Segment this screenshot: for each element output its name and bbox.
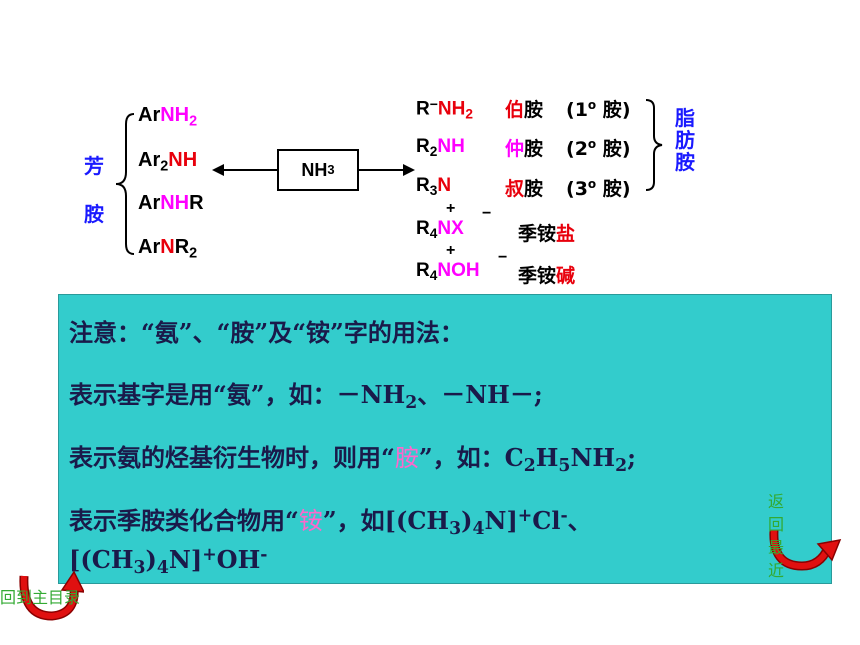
aliphatic-tertiary-formula: R3N <box>416 175 452 199</box>
aromatic-brace <box>115 113 135 255</box>
note-panel: 注意：“氨”、“胺”及“铵”字的用法： 表示基字是用“氨”，如：－NH2、－NH… <box>58 294 832 584</box>
back-to-recent-label: 返 回 最 近 <box>768 492 785 580</box>
quaternary-salt-formula: R4NX <box>416 218 464 242</box>
aliphatic-secondary-degree: (2o 胺) <box>566 136 631 160</box>
aromatic-item-arnh2: ArNH2 <box>138 104 198 130</box>
note-line-4: 表示季胺类化合物用“铵”，如[(CH3)4N]+Cl-、 <box>69 506 592 540</box>
arrow-left <box>212 164 278 176</box>
aromatic-label-bottom: 胺 <box>84 202 104 226</box>
aliphatic-brace <box>645 99 663 191</box>
back-to-recent-button[interactable]: 返 回 最 近 <box>764 490 844 590</box>
note-line-2: 表示基字是用“氨”，如：－NH2、－NH－; <box>69 380 543 414</box>
quaternary-base-name: 季铵碱 <box>518 265 576 287</box>
quaternary-base-formula: R4NOH <box>416 260 480 284</box>
quaternary-salt-name: 季铵盐 <box>518 223 576 245</box>
aromatic-item-ar2nh: Ar2NH <box>138 149 198 175</box>
back-to-main-label: 回到主目录 <box>0 588 81 607</box>
aliphatic-primary-name: 伯胺 <box>505 99 544 121</box>
aliphatic-tertiary-name: 叔胺 <box>505 178 544 200</box>
note-line-3: 表示氨的烃基衍生物时，则用“胺”，如：C2H5NH2; <box>69 443 636 477</box>
back-to-main-button[interactable]: 回到主目录 <box>0 568 110 628</box>
curved-arrow-right-icon <box>769 529 842 571</box>
aliphatic-secondary-formula: R2NH <box>416 136 465 160</box>
note-line-1: 注意：“氨”、“胺”及“铵”字的用法： <box>69 318 464 347</box>
aliphatic-secondary-name: 仲胺 <box>505 138 544 160</box>
curved-arrow-up-icon <box>19 570 84 621</box>
quaternary-salt-minus: − <box>482 205 492 222</box>
aromatic-label-top: 芳 <box>84 154 104 178</box>
arrow-right <box>357 164 415 176</box>
aliphatic-tertiary-degree: (3o 胺) <box>566 176 631 200</box>
aromatic-item-arnhr: ArNHR <box>138 192 204 214</box>
aliphatic-primary-formula: R−NH2 <box>416 96 473 122</box>
quaternary-salt-plus: + <box>446 200 456 217</box>
note-line-5: [(CH3)4N]+OH- <box>69 545 268 579</box>
aliphatic-primary-degree: (1o 胺) <box>566 97 631 121</box>
aromatic-item-arnr2: ArNR2 <box>138 236 198 262</box>
quaternary-base-plus: + <box>446 242 456 259</box>
aliphatic-label: 脂 肪 胺 <box>675 106 695 174</box>
quaternary-base-minus: − <box>498 249 508 266</box>
